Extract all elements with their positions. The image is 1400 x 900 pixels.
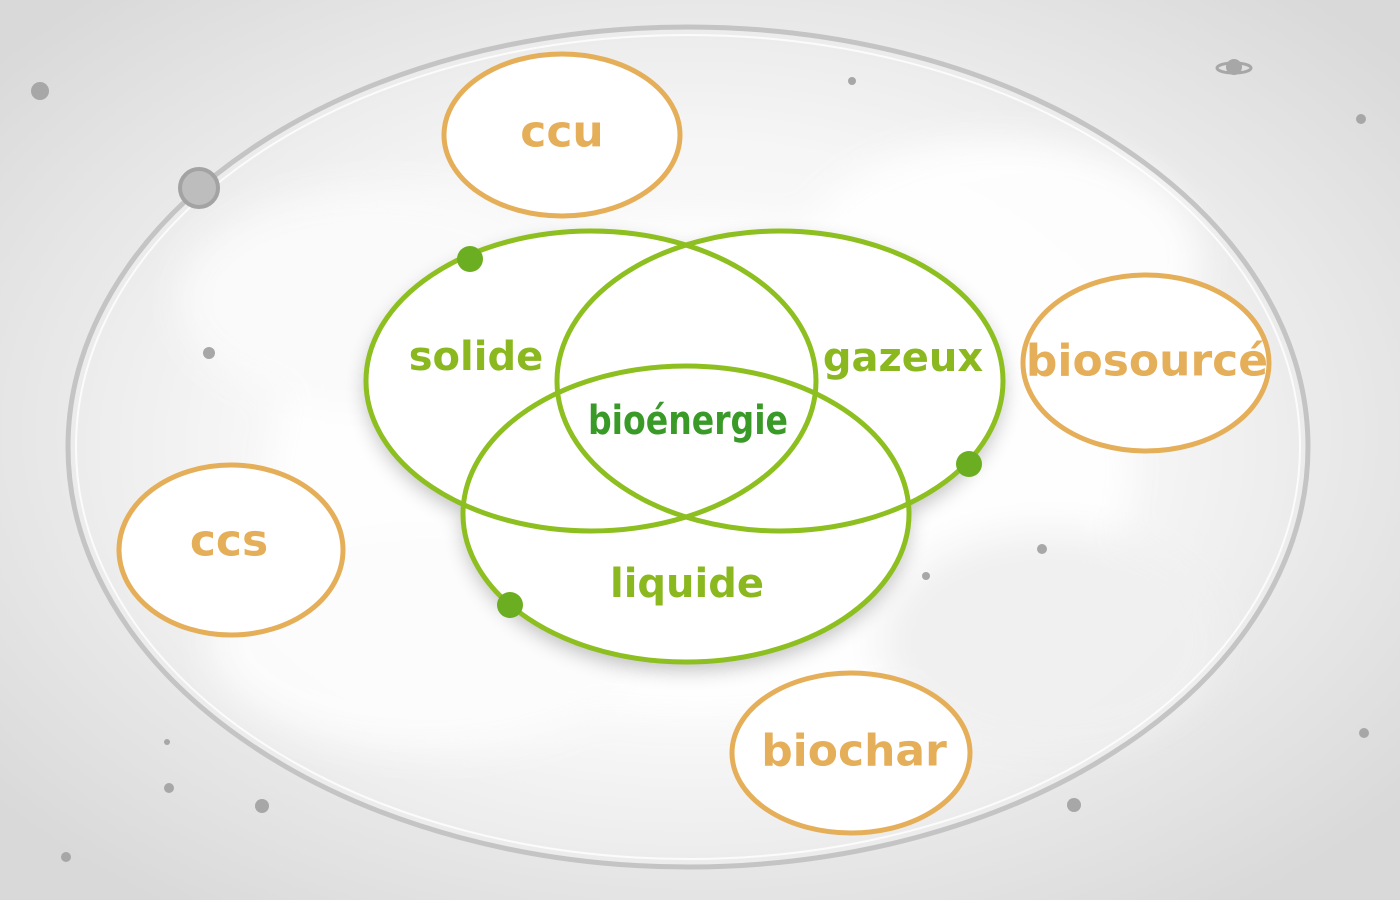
star-dots: [31, 77, 1369, 862]
satellite-label-ccu: ccu: [520, 107, 604, 158]
state-label-solide: solide: [409, 334, 543, 380]
satellite-biochar: biochar: [729, 670, 973, 836]
ring-gazeux: [554, 228, 1006, 534]
ring-solide: [363, 228, 819, 534]
outer-orbit-highlight: [75, 34, 1301, 860]
satellite-label-biochar: biochar: [761, 726, 947, 777]
orbit-planet: [178, 167, 220, 209]
satellite-ccs: ccs: [116, 462, 346, 638]
center-label: bioénergie: [588, 398, 788, 444]
satellite-label-ccs: ccs: [190, 516, 268, 567]
ring-dot-solide: [457, 246, 483, 272]
outer-orbit: [65, 24, 1311, 870]
state-label-liquide: liquide: [610, 561, 764, 607]
satellite-ccu: ccu: [441, 51, 683, 219]
ring-dot-gazeux: [956, 451, 982, 477]
satellite-biosource: biosourcé: [1020, 272, 1272, 454]
ring-dot-liquide: [497, 592, 523, 618]
ring-liquide: [460, 363, 912, 665]
state-label-gazeux: gazeux: [823, 335, 984, 381]
satellite-label-biosource: biosourcé: [1026, 336, 1268, 387]
ringed-planet-icon: [1215, 59, 1253, 75]
